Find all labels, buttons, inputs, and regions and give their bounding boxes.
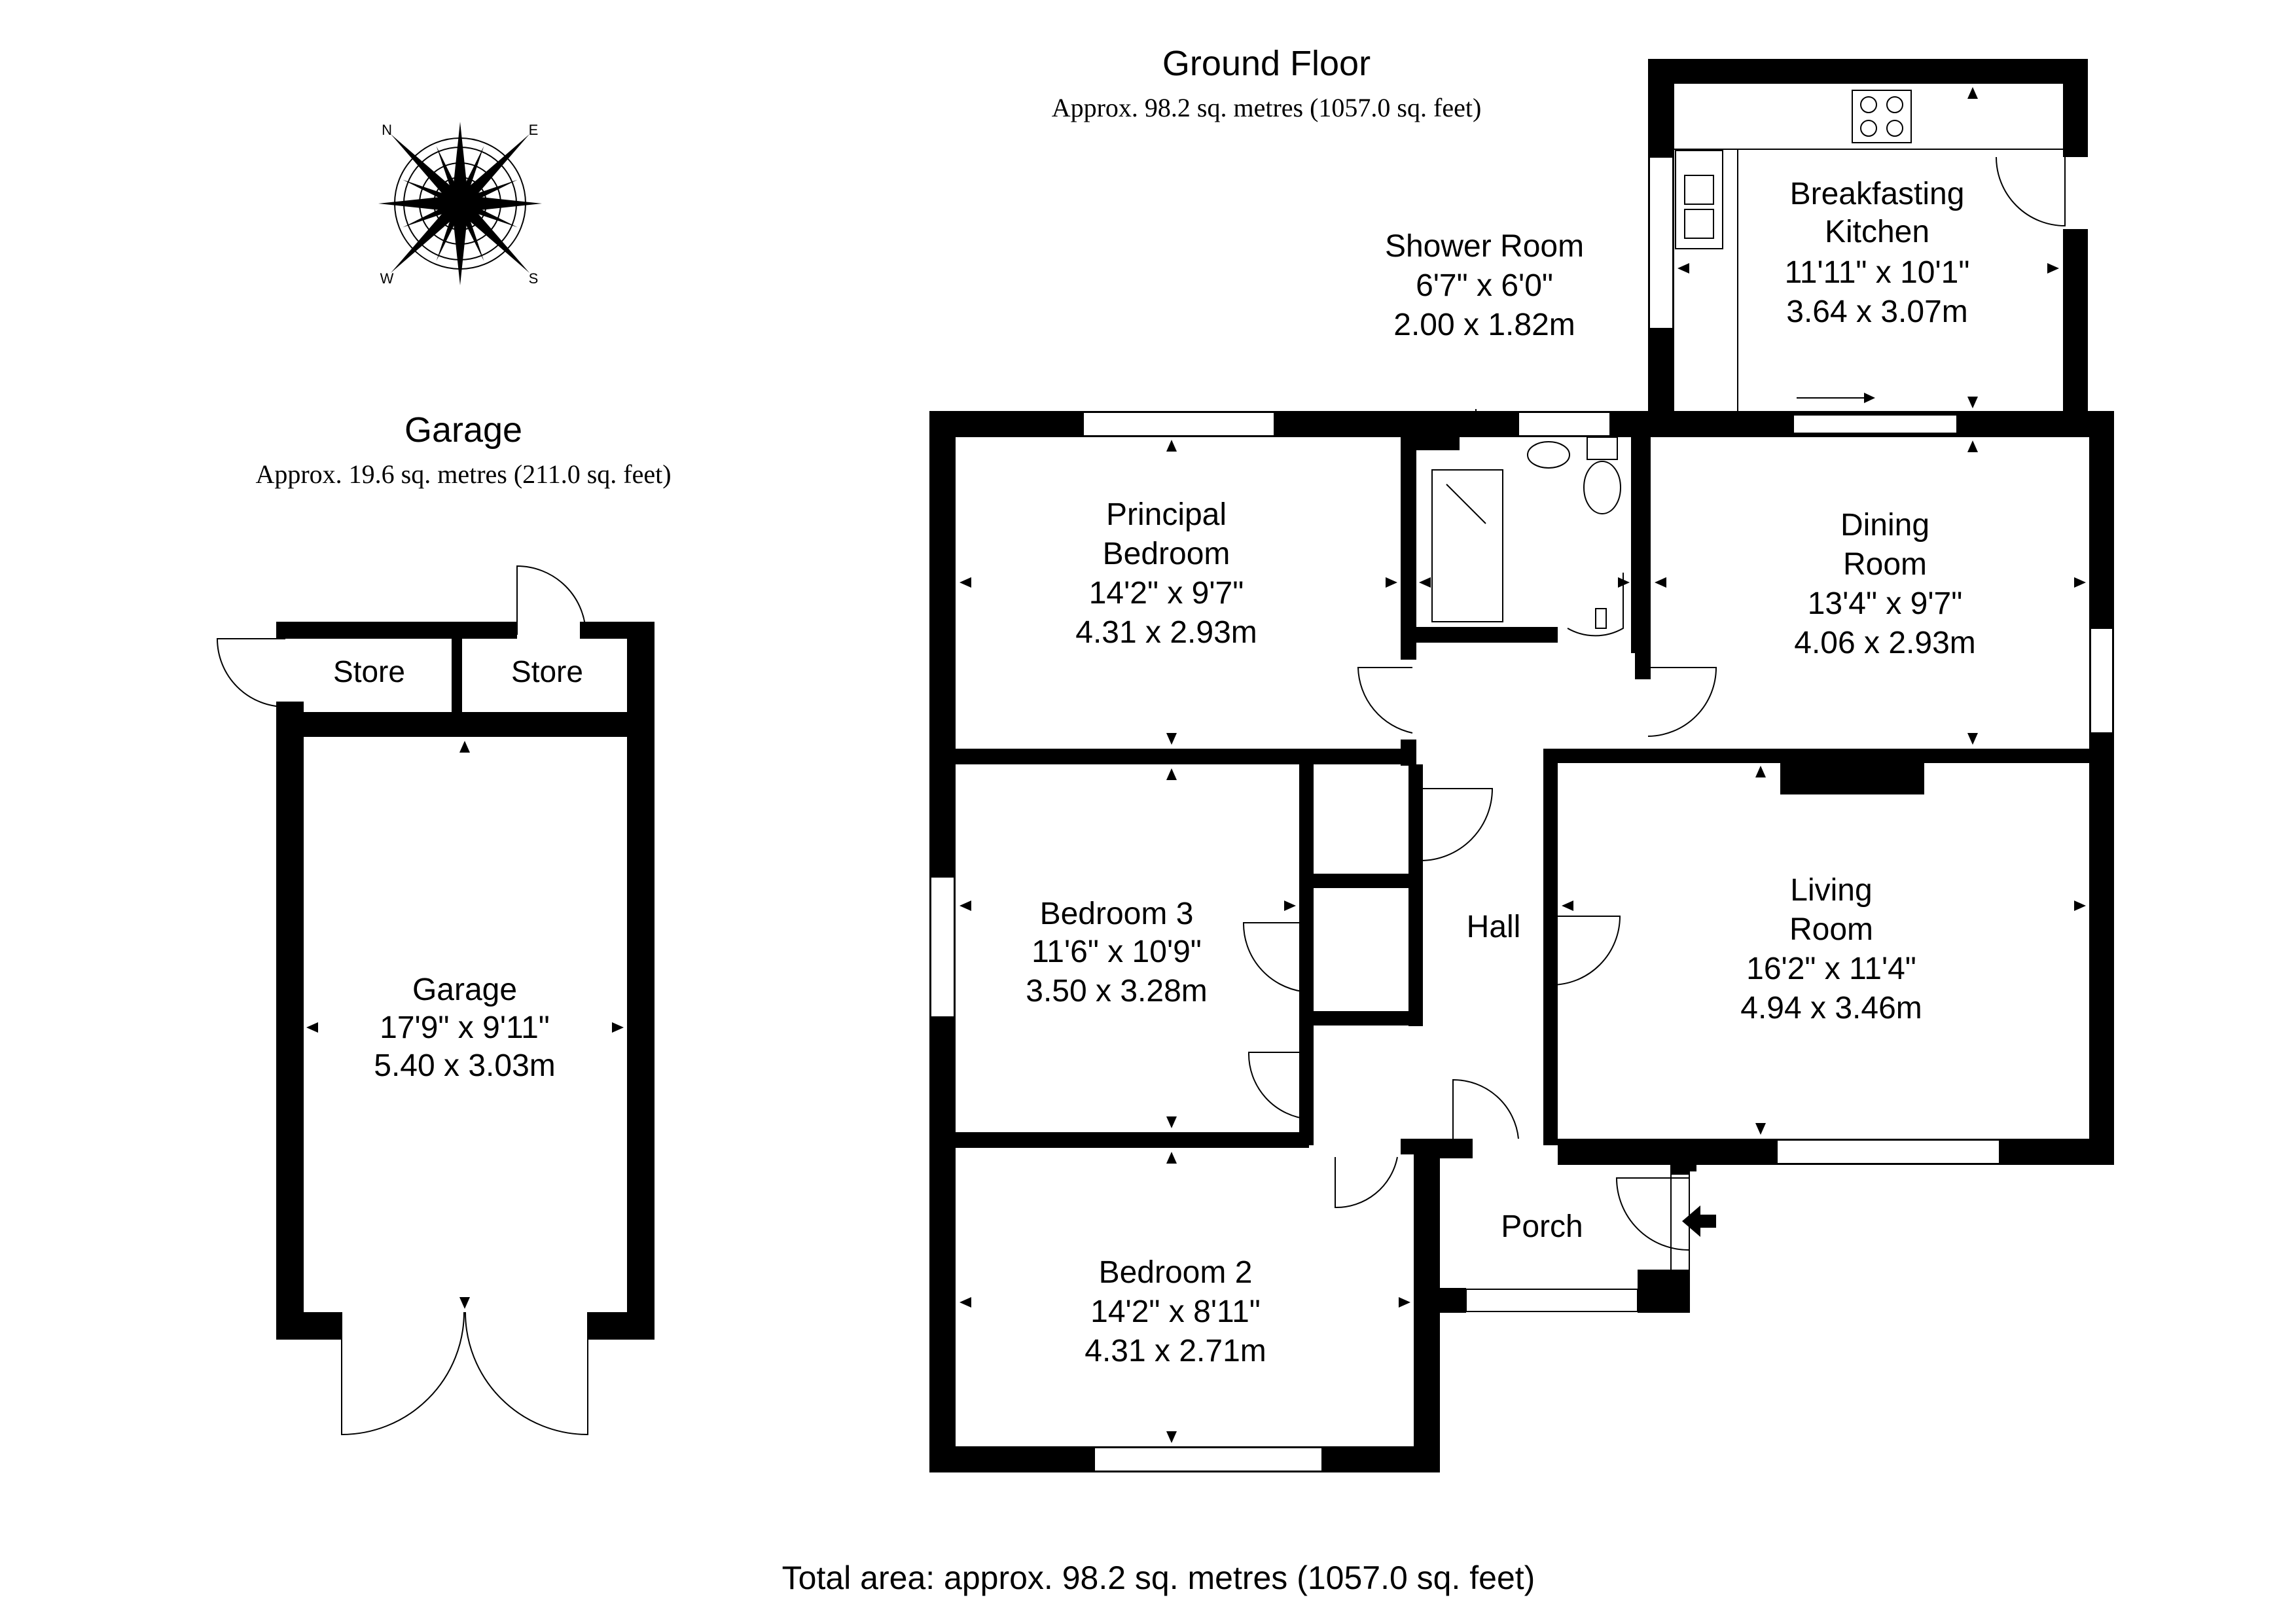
principal-bedroom-name-2: Bedroom (1103, 537, 1230, 571)
garage-imperial: 17'9" x 9'11" (380, 1010, 550, 1045)
store-left-label: Store (333, 654, 405, 688)
living-room-imperial: 16'2" x 11'4" (1746, 952, 1916, 986)
bedroom-2-imperial: 14'2" x 8'11" (1090, 1294, 1261, 1329)
compass-n: N (382, 122, 392, 138)
hall-name: Hall (1467, 910, 1521, 944)
shower-fixtures (1431, 437, 1621, 629)
garage-floor-area: Approx. 19.6 sq. metres (211.0 sq. feet) (255, 459, 671, 489)
kitchen-metric: 3.64 x 3.07m (1786, 294, 1968, 329)
kitchen-fixtures (1673, 90, 2063, 411)
dining-room-name-2: Room (1843, 547, 1927, 582)
dim-tick (459, 741, 470, 753)
garage-metric: 5.40 x 3.03m (374, 1048, 556, 1083)
house-walls (929, 59, 2114, 1472)
principal-bedroom-name-1: Principal (1106, 497, 1227, 532)
dining-room-metric: 4.06 x 2.93m (1794, 626, 1976, 660)
principal-bedroom-metric: 4.31 x 2.93m (1075, 615, 1257, 650)
ground-floor-title: Ground Floor (1162, 44, 1371, 83)
bedroom-3-metric: 3.50 x 3.28m (1026, 974, 1208, 1008)
bedroom-3-imperial: 11'6" x 10'9" (1031, 935, 1202, 969)
dining-room-name-1: Dining (1840, 508, 1929, 543)
bedroom-2-metric: 4.31 x 2.71m (1085, 1334, 1266, 1368)
ground-floor-area: Approx. 98.2 sq. metres (1057.0 sq. feet… (1052, 93, 1482, 122)
shower-room-metric: 2.00 x 1.82m (1393, 308, 1575, 342)
bedroom-2-name: Bedroom 2 (1099, 1255, 1253, 1290)
principal-bedroom-imperial: 14'2" x 9'7" (1089, 576, 1244, 611)
compass-s: S (529, 270, 539, 287)
dim-tick (459, 1297, 470, 1309)
living-room-name-1: Living (1790, 873, 1872, 908)
kitchen-imperial: 11'11" x 10'1" (1785, 255, 1970, 290)
shower-room-name: Shower Room (1385, 229, 1584, 264)
dining-room-imperial: 13'4" x 9'7" (1808, 586, 1963, 621)
entrance-arrow-icon (1682, 1205, 1716, 1237)
garage-floor-title: Garage (404, 410, 522, 450)
compass-e: E (529, 122, 539, 138)
compass-w: W (380, 270, 394, 287)
living-room-metric: 4.94 x 3.46m (1740, 991, 1922, 1026)
total-area: Total area: approx. 98.2 sq. metres (105… (782, 1560, 1535, 1596)
house-doors (1242, 156, 2066, 1251)
dim-tick (612, 1022, 624, 1033)
living-room-name-2: Room (1789, 912, 1873, 947)
garage-building (216, 565, 655, 1436)
kitchen-name-2: Kitchen (1825, 215, 1929, 249)
compass-rose-icon: N E S W (378, 122, 542, 287)
shower-room-imperial: 6'7" x 6'0" (1416, 268, 1553, 303)
dim-tick (306, 1022, 318, 1033)
dimension-ticks (960, 87, 2086, 1443)
bedroom-3-name: Bedroom 3 (1040, 897, 1194, 931)
porch-name: Porch (1501, 1209, 1583, 1244)
store-right-label: Store (511, 654, 583, 688)
kitchen-name-1: Breakfasting (1790, 177, 1965, 211)
garage-name: Garage (412, 972, 517, 1007)
